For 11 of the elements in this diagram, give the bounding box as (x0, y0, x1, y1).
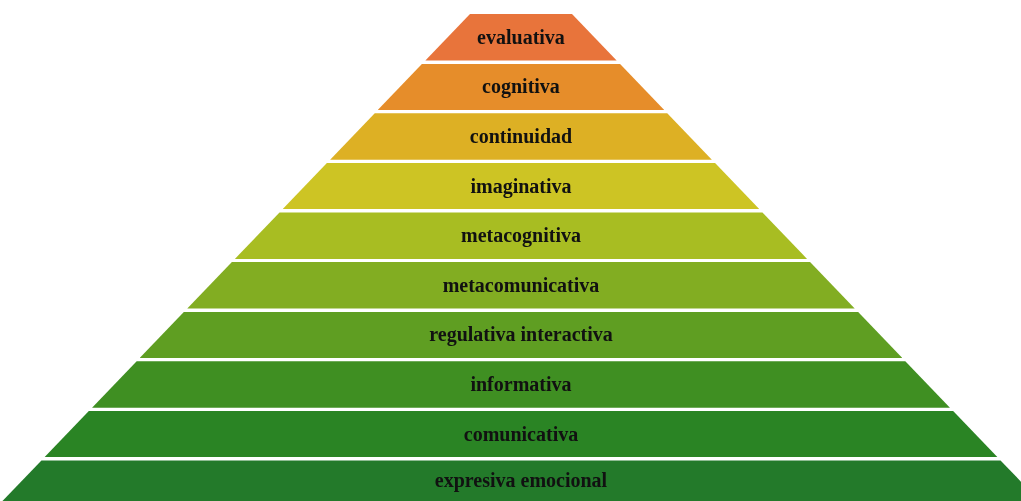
layer-label: regulativa interactiva (429, 323, 613, 347)
layer-label: comunicativa (463, 422, 579, 446)
pyramid-layer (2, 460, 1021, 501)
layer-label: cognitiva (482, 75, 560, 99)
layer-label: metacomunicativa (442, 273, 600, 297)
layer-label: continuidad (469, 124, 573, 148)
layer-label: metacognitiva (461, 224, 581, 248)
layer-label: imaginativa (470, 174, 572, 198)
layer-label: evaluativa (477, 25, 565, 49)
layer-label: informativa (470, 372, 572, 396)
layer-label: expresiva emocional (434, 469, 608, 493)
